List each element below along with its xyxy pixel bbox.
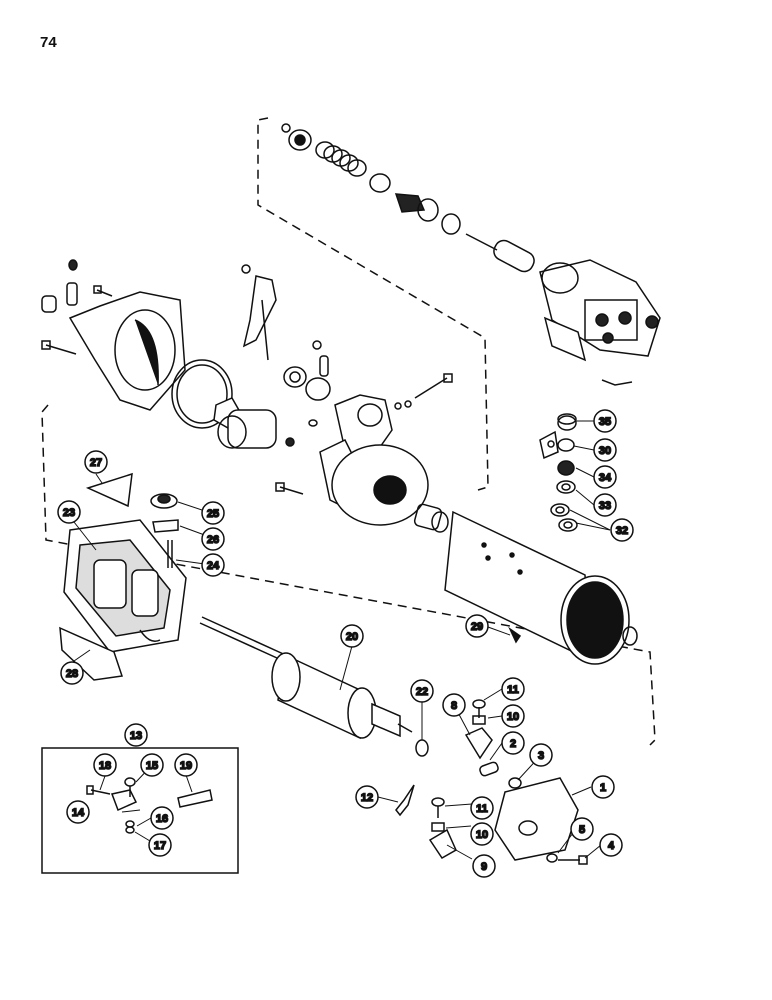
svg-text:16: 16: [156, 813, 168, 825]
callout-16: 16: [150, 806, 174, 830]
solenoid-group-outline: [257, 117, 489, 491]
svg-text:11: 11: [476, 803, 488, 815]
drive-end-housing-icon: [68, 291, 186, 411]
callout-labels: 1 2 3 4 5 8 9 10 10 11 11 12 13 14 15 16…: [57, 409, 634, 878]
callout-9: 9: [472, 854, 496, 878]
callout-10a: 10: [501, 704, 525, 728]
svg-text:9: 9: [481, 861, 487, 873]
callout-28: 28: [60, 661, 84, 685]
svg-text:24: 24: [207, 560, 220, 572]
callout-3: 3: [529, 743, 553, 767]
svg-text:33: 33: [599, 500, 611, 512]
callout-5: 5: [570, 817, 594, 841]
motor-frame-icon: [413, 503, 638, 665]
callout-26: 26: [201, 527, 225, 551]
callout-20: 20: [340, 624, 364, 648]
svg-text:10: 10: [507, 711, 519, 723]
callout-32: 32: [610, 518, 634, 542]
page-number: 74: [40, 34, 57, 51]
callout-12: 12: [355, 785, 379, 809]
svg-text:13: 13: [130, 730, 142, 742]
brush-holder-clip-icon: [395, 784, 415, 817]
inset-parts: [86, 777, 213, 834]
callout-11b: 11: [470, 796, 494, 820]
pole-shoe-icon: [59, 626, 123, 681]
callout-13: 13: [124, 723, 148, 747]
brush-spring-icon: [150, 493, 179, 568]
svg-text:11: 11: [507, 684, 519, 696]
svg-text:14: 14: [72, 807, 85, 819]
svg-text:26: 26: [207, 534, 219, 546]
svg-text:8: 8: [451, 700, 457, 712]
callout-17: 17: [148, 833, 172, 857]
svg-text:3: 3: [538, 750, 544, 762]
callout-24: 24: [201, 553, 225, 577]
callout-30: 30: [593, 438, 617, 462]
callout-2: 2: [501, 731, 525, 755]
svg-text:35: 35: [599, 416, 611, 428]
commutator-end-parts: [395, 699, 588, 865]
callout-19: 19: [174, 753, 198, 777]
svg-text:23: 23: [63, 507, 75, 519]
callout-8: 8: [442, 693, 466, 717]
plunger-spring-icon: [315, 141, 367, 177]
callout-10b: 10: [470, 822, 494, 846]
lever-housing-icon: [275, 394, 429, 526]
svg-text:15: 15: [146, 760, 158, 772]
callout-4: 4: [599, 833, 623, 857]
callout-35: 35: [593, 409, 617, 433]
solenoid-body-icon: [539, 259, 661, 362]
svg-text:1: 1: [600, 782, 606, 794]
svg-text:30: 30: [599, 445, 611, 457]
svg-text:5: 5: [579, 824, 585, 836]
svg-text:25: 25: [207, 508, 219, 520]
callout-29: 29: [465, 614, 489, 638]
svg-text:27: 27: [90, 457, 102, 469]
svg-text:19: 19: [180, 760, 192, 772]
svg-text:4: 4: [608, 840, 615, 852]
thrust-washer-icon: [415, 739, 429, 757]
svg-text:12: 12: [361, 792, 373, 804]
terminal-hardware-icon: [539, 413, 578, 532]
callout-34: 34: [593, 465, 617, 489]
armature-icon: [199, 616, 413, 740]
callout-14: 14: [66, 800, 90, 824]
svg-text:22: 22: [416, 686, 428, 698]
field-coil-assembly-icon: [63, 519, 187, 653]
svg-text:17: 17: [154, 840, 166, 852]
svg-text:32: 32: [616, 525, 628, 537]
solenoid-parts: [281, 123, 661, 386]
motor-group-outline: [41, 404, 656, 746]
inset-box: [41, 747, 239, 874]
callout-23: 23: [57, 500, 81, 524]
callout-33: 33: [593, 493, 617, 517]
svg-text:28: 28: [66, 668, 78, 680]
leader-lines: [73, 420, 611, 860]
callout-22: 22: [410, 679, 434, 703]
callout-15: 15: [140, 753, 164, 777]
triangle-label: [85, 472, 133, 508]
drive-housing-parts: [41, 259, 453, 449]
callout-11a: 11: [501, 677, 525, 701]
callout-1: 1: [591, 775, 615, 799]
svg-text:2: 2: [510, 738, 516, 750]
svg-text:18: 18: [99, 760, 111, 772]
drive-pinion-icon: [213, 397, 277, 449]
svg-text:10: 10: [476, 829, 488, 841]
callout-18: 18: [93, 753, 117, 777]
svg-text:20: 20: [346, 631, 358, 643]
svg-text:29: 29: [471, 621, 483, 633]
callout-27: 27: [84, 450, 108, 474]
shift-lever-icon: [241, 264, 277, 361]
svg-text:34: 34: [599, 472, 612, 484]
callout-25: 25: [201, 501, 225, 525]
